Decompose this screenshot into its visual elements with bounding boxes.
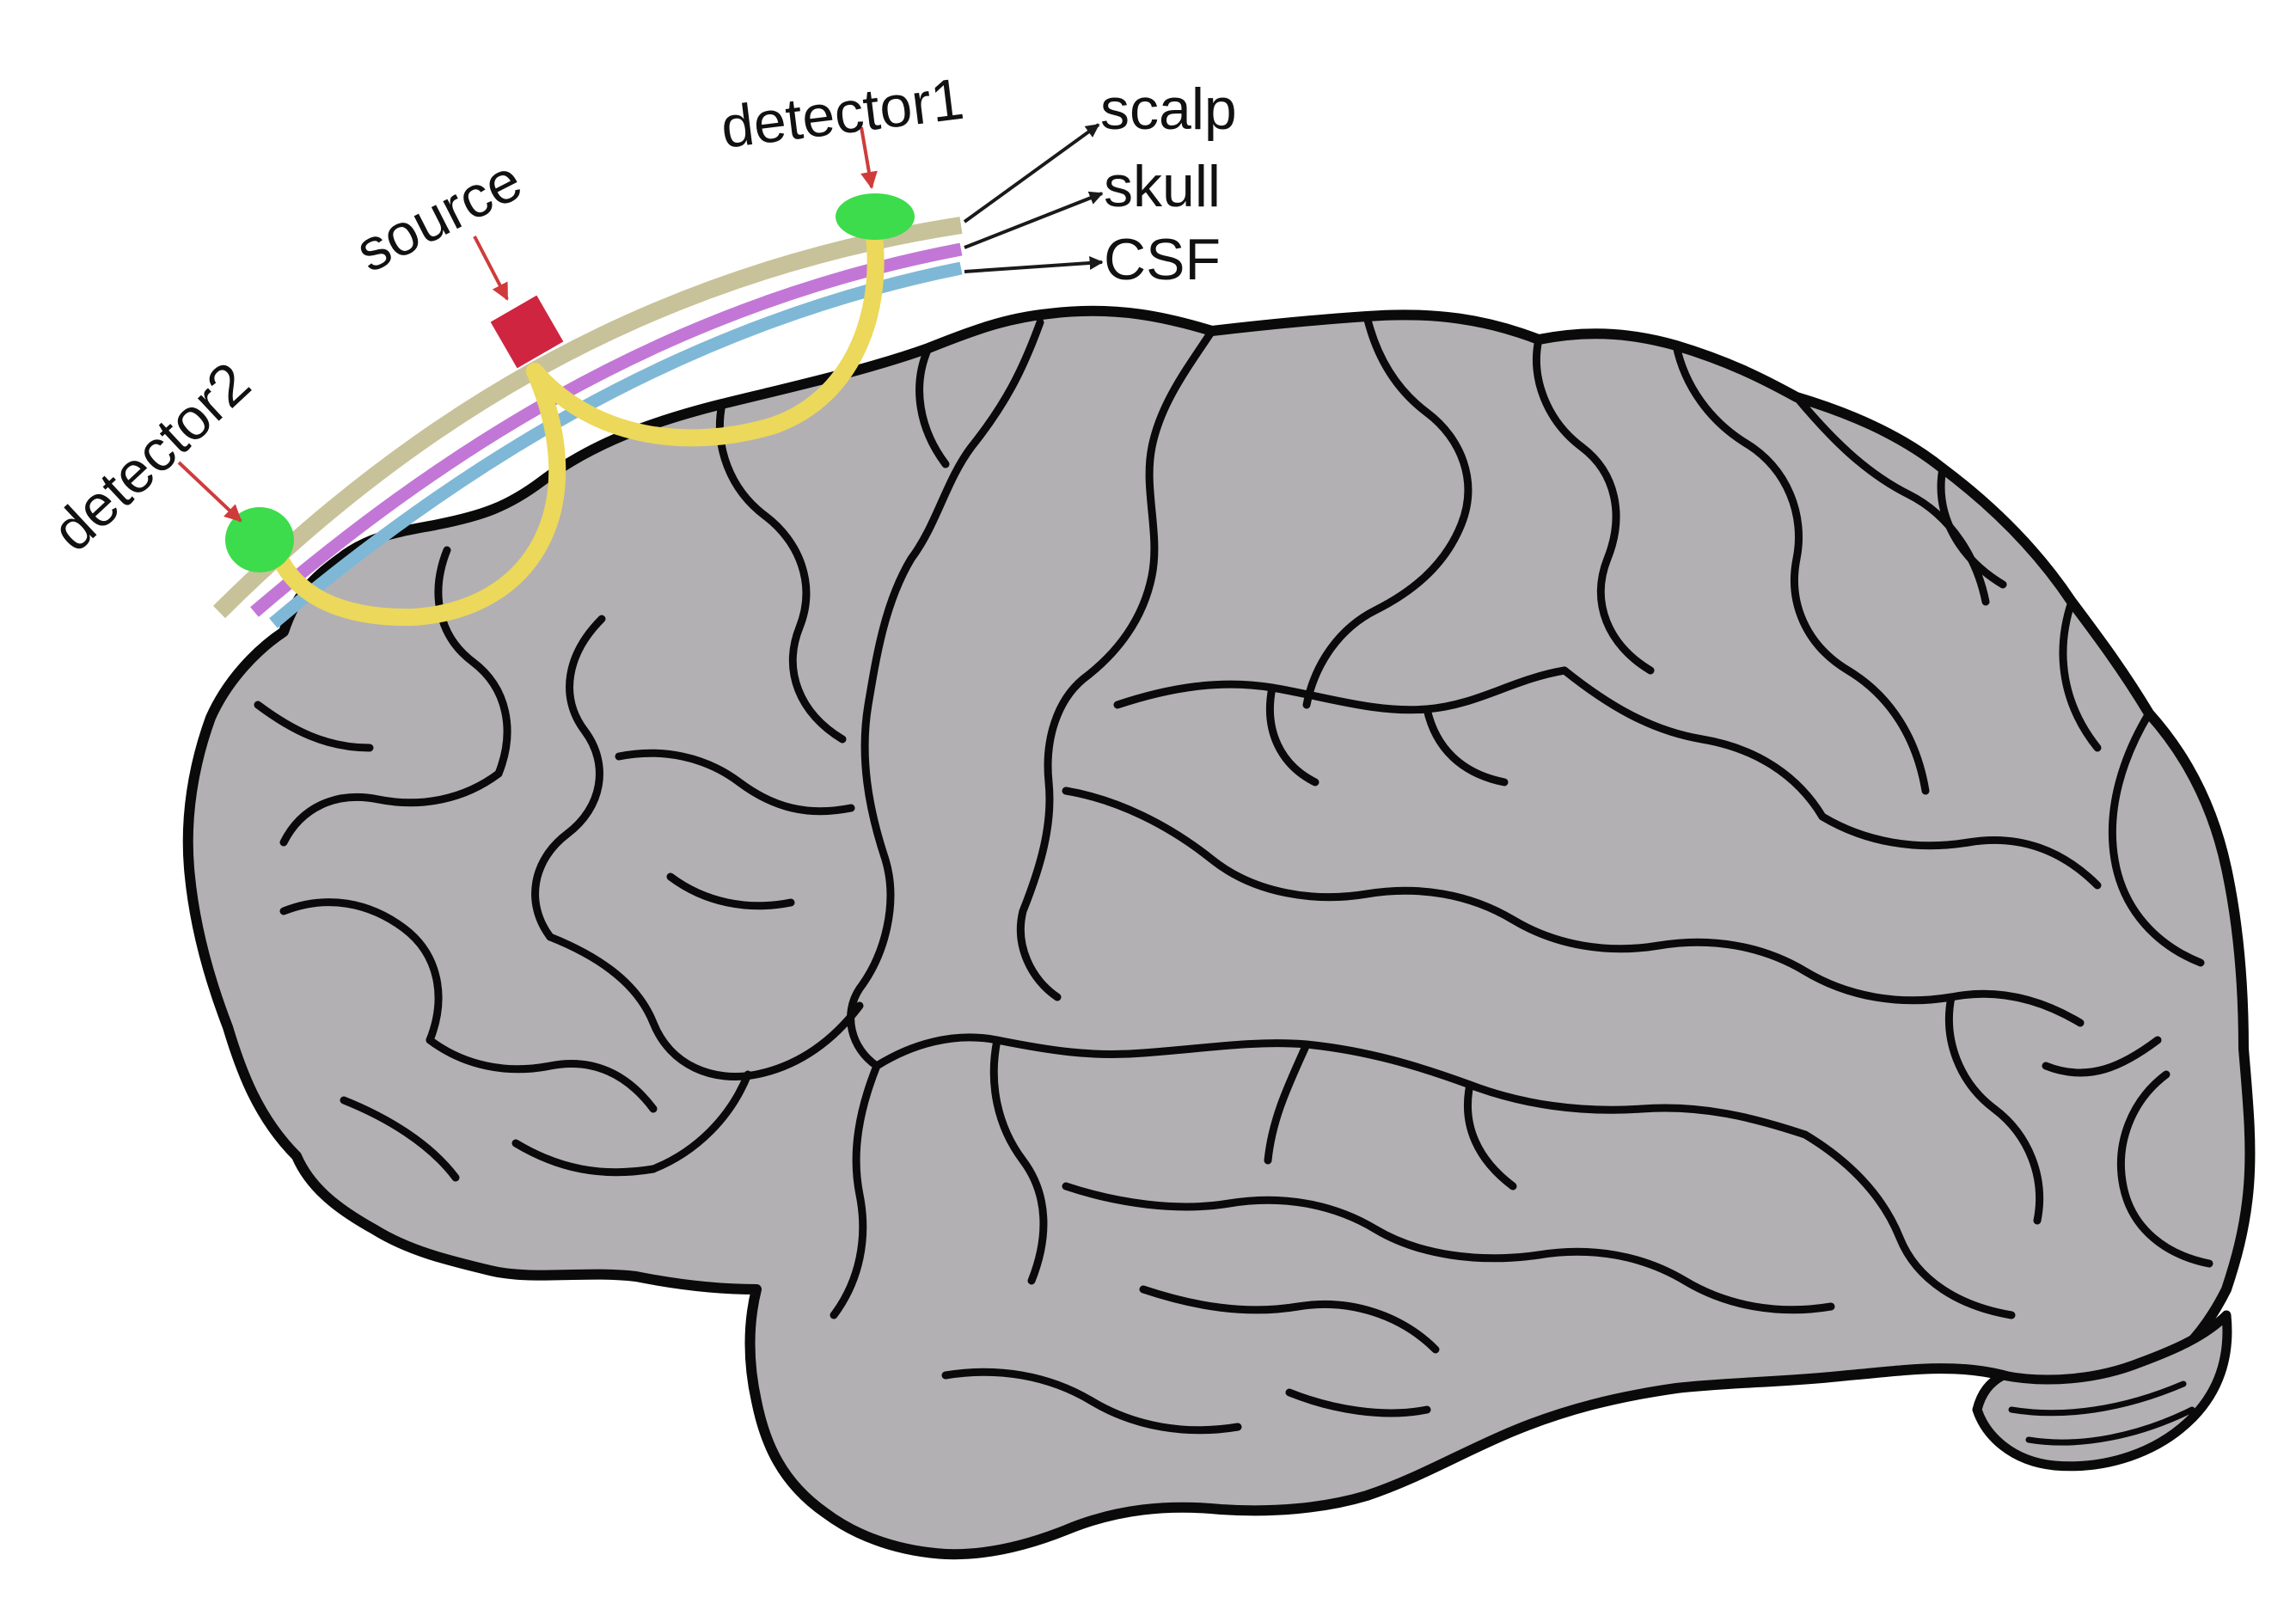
optodes — [225, 193, 915, 572]
skull-arrow — [964, 191, 1104, 249]
pointer-arrows — [177, 126, 878, 523]
cerebellum — [1972, 1310, 2232, 1472]
brain — [182, 305, 2256, 1560]
csf-label: CSF — [1104, 227, 1221, 292]
csf-arrow — [964, 256, 1104, 273]
brain-sulci — [254, 312, 2213, 1435]
source-pointer — [473, 236, 509, 301]
detector1-optode — [836, 193, 915, 240]
skull-label: skull — [1104, 154, 1221, 219]
detector1-label: detector1 — [718, 66, 968, 161]
source-label: source — [346, 147, 531, 285]
light-path-detector1 — [526, 217, 885, 447]
detector2-pointer — [177, 461, 242, 523]
scalp-arrow — [963, 123, 1100, 223]
light-path-detector2 — [265, 363, 566, 627]
source-optode — [490, 295, 564, 369]
detector2-optode — [225, 507, 294, 572]
light-paths — [265, 217, 885, 627]
cerebellum-folia — [2008, 1380, 2195, 1446]
detector1-pointer — [860, 126, 878, 189]
layer-arrows — [963, 123, 1104, 273]
scalp-label: scalp — [1100, 77, 1237, 142]
